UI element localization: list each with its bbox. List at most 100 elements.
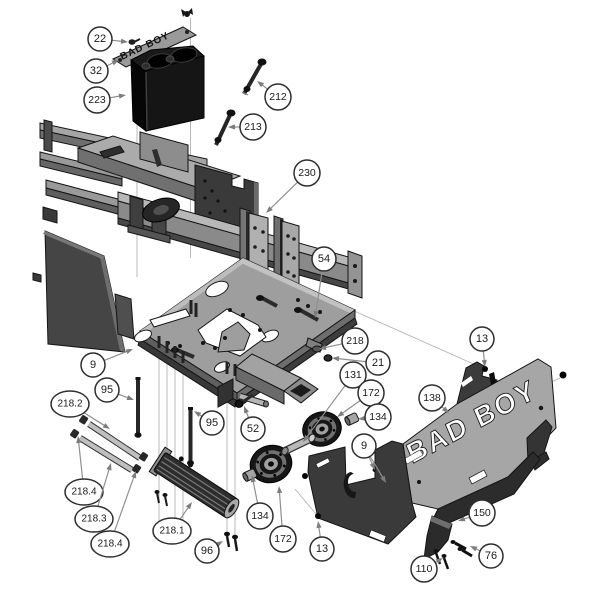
callout-22: 22 (87, 26, 128, 52)
callout-9: 9 (351, 433, 386, 483)
callout-balloon (64, 478, 104, 506)
callout-label: 172 (362, 387, 380, 399)
bolt-213 (214, 109, 236, 146)
callout-172: 172 (269, 486, 297, 553)
leader-arrowhead (111, 60, 119, 66)
callout-balloon (410, 555, 438, 583)
callout-label: 95 (101, 384, 113, 396)
callout-131: 131 (303, 361, 367, 442)
bolt-right (559, 371, 567, 379)
leader-line (324, 343, 342, 349)
callout-balloon (469, 326, 495, 352)
callout-label: 96 (201, 545, 213, 557)
leader-line (368, 457, 374, 465)
bolts-96 (224, 531, 239, 552)
callout-balloon (194, 538, 220, 564)
callout-218.2: 218.2 (50, 390, 110, 429)
callout-balloon (311, 246, 337, 272)
lower-hardware (70, 377, 390, 552)
leader-arrowhead (435, 558, 443, 564)
callout-balloon (339, 361, 367, 389)
strap-screw (128, 38, 141, 45)
callout-label: 13 (316, 543, 328, 555)
callout-label: 230 (298, 167, 316, 179)
rod-95-right (187, 407, 194, 466)
tower2-holes (286, 234, 296, 278)
callout-balloon (83, 86, 111, 114)
leader-line (278, 491, 283, 526)
leader-line (252, 480, 259, 503)
battery-terminal (141, 62, 151, 70)
leader-line (114, 476, 135, 532)
hook (343, 472, 356, 499)
clutch-pulley (142, 197, 180, 223)
leader-arrowhead (337, 410, 345, 417)
callout-balloon (90, 530, 130, 558)
callout-label: 95 (206, 417, 218, 429)
leader-arrowhead (369, 462, 375, 470)
callout-13: 13 (309, 521, 335, 562)
callout-balloon (50, 390, 90, 418)
callout-label: 218.3 (81, 514, 106, 525)
callout-label: 54 (318, 253, 330, 265)
leader-arrowhead (316, 521, 322, 529)
wing-nut (181, 8, 193, 17)
leader-arrowhead (76, 436, 82, 444)
battery-terminal (165, 55, 175, 63)
shaft-131 (281, 433, 316, 456)
callout-230: 230 (266, 159, 321, 213)
leader-arrowhead (102, 423, 110, 429)
callout-134: 134 (358, 403, 392, 431)
callout-label: 9 (90, 359, 96, 371)
leader-arrowhead (125, 349, 133, 355)
callout-110: 110 (410, 555, 443, 583)
callout-218.4: 218.4 (64, 436, 104, 506)
leader-arrowhead (276, 486, 283, 494)
callout-212: 212 (257, 81, 292, 111)
callout-54: 54 (311, 246, 337, 318)
leader-line (179, 506, 190, 520)
leader-line (315, 271, 323, 313)
leader-line (104, 350, 128, 361)
battery-strap (111, 26, 198, 68)
roller-218-1 (148, 446, 240, 519)
callout-balloon (418, 384, 446, 412)
callout-218.1: 218.1 (152, 502, 192, 545)
callout-150: 150 (458, 499, 496, 527)
leader-arrowhead (185, 502, 192, 510)
callout-label: 218 (346, 335, 364, 347)
cap-218-4 (79, 415, 89, 425)
callout-balloon (94, 377, 120, 403)
leader-line (107, 62, 114, 67)
leader-line (337, 358, 366, 363)
callout-223: 223 (83, 86, 126, 114)
leader-line (245, 411, 250, 418)
callout-134: 134 (246, 475, 274, 530)
leader-line (78, 441, 84, 479)
leader-line (306, 385, 346, 438)
callout-balloon (199, 410, 225, 436)
bolt-13-left (302, 473, 308, 479)
leader-line (84, 412, 106, 427)
callout-95: 95 (194, 410, 225, 436)
pan-holes (166, 298, 322, 350)
idler-pulley-left (249, 444, 293, 484)
leader-arrowhead (215, 541, 223, 547)
rod-218-3 (70, 429, 142, 474)
callout-balloon (293, 159, 321, 187)
callout-balloon (269, 525, 297, 553)
battery (130, 45, 205, 133)
leader-arrowhead (303, 434, 310, 442)
leader-arrowhead (194, 411, 202, 418)
leader-arrowhead (257, 81, 265, 88)
callout-balloon (239, 113, 267, 141)
callout-138: 138 (418, 384, 449, 413)
leader-line (97, 468, 110, 506)
leader-arrowhead (313, 310, 319, 318)
callout-13: 13 (469, 326, 495, 367)
spacer-134-upper (344, 412, 360, 426)
callout-balloon (478, 543, 504, 569)
leader-arrowhead (458, 516, 466, 522)
